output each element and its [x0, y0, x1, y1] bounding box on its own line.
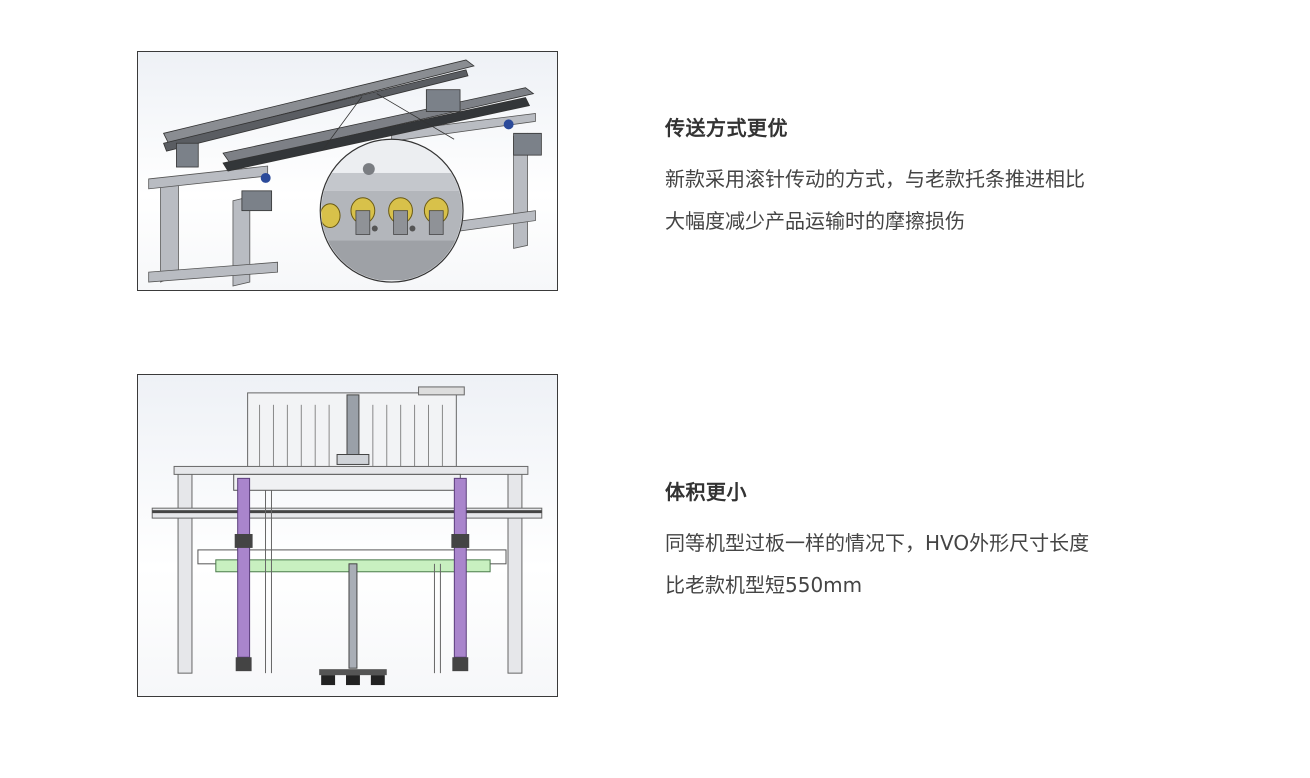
conveyor-rail-drawing: [148, 59, 542, 287]
feature-compact-size: 体积更小 同等机型过板一样的情况下，HVO外形尺寸长度 比老款机型短550mm: [665, 478, 1225, 606]
feature-description-line-2: 大幅度减少产品运输时的摩擦损伤: [665, 209, 965, 233]
machine-front-view-image: [137, 374, 558, 697]
feature-description-line-2: 比老款机型短550mm: [665, 573, 863, 597]
feature-description-line-1: 同等机型过板一样的情况下，HVO外形尺寸长度: [665, 531, 1090, 555]
conveyor-rail-image: [137, 51, 558, 291]
machine-front-view-drawing: [151, 386, 543, 686]
feature-title: 传送方式更优: [665, 116, 788, 140]
feature-transmission: 传送方式更优 新款采用滚针传动的方式，与老款托条推进相比 大幅度减少产品运输时的…: [665, 114, 1225, 242]
feature-title: 体积更小: [665, 480, 747, 504]
feature-description-line-1: 新款采用滚针传动的方式，与老款托条推进相比: [665, 167, 1085, 191]
